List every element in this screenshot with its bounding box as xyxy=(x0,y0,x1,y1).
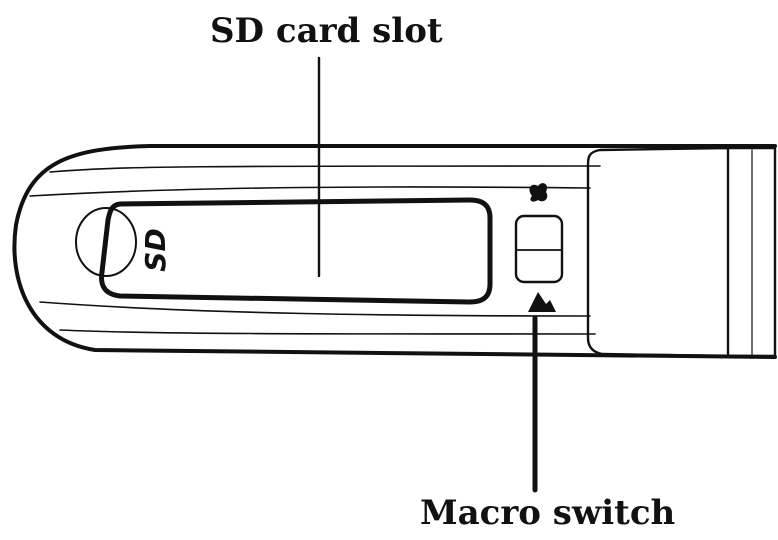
device-inner-bottom-line xyxy=(59,329,596,335)
device-inner-top-line xyxy=(49,165,601,173)
device-cap-rim xyxy=(726,146,777,358)
device-body-outline xyxy=(12,144,777,359)
lanyard-hole xyxy=(75,207,137,277)
device-inner-lower-line xyxy=(39,301,591,317)
sd-card-slot xyxy=(99,197,493,305)
sd-logo: SD xyxy=(139,228,172,271)
sd-card-slot-label: SD card slot xyxy=(210,11,443,51)
device-end-cap xyxy=(586,146,730,358)
mountain-icon xyxy=(528,292,556,312)
macro-switch-label: Macro switch xyxy=(420,493,676,533)
device-inner-upper-line xyxy=(29,186,591,197)
macro-flower-icon xyxy=(529,183,548,202)
macro-switch xyxy=(514,214,564,284)
